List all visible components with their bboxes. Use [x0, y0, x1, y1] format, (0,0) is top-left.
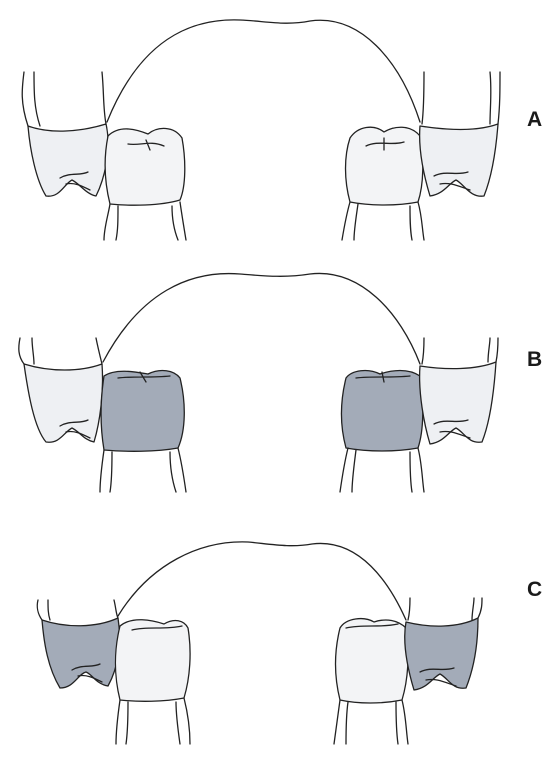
left-upper-tooth	[42, 618, 120, 688]
left-lower-tooth	[105, 128, 185, 205]
left-lower-root	[104, 202, 186, 240]
panel-a-label: A	[527, 108, 542, 132]
right-lower-root	[340, 448, 424, 492]
panel-b-drawing	[0, 252, 551, 492]
right-lower-root	[334, 700, 408, 744]
left-lower-tooth	[116, 620, 191, 702]
right-upper-root	[422, 338, 498, 364]
arch-curve	[118, 542, 406, 620]
arch-curve	[107, 20, 420, 122]
left-upper-tooth	[28, 124, 108, 196]
right-upper-root	[408, 598, 482, 620]
panel-c-drawing	[0, 504, 551, 744]
panel-c: C	[0, 504, 551, 744]
right-lower-root	[342, 202, 424, 240]
left-lower-tooth	[101, 371, 184, 452]
panel-b: B	[0, 252, 551, 492]
left-upper-root	[19, 338, 102, 364]
right-upper-root	[422, 72, 500, 124]
right-lower-tooth	[342, 371, 423, 452]
right-upper-tooth	[405, 618, 478, 690]
panel-a-drawing	[0, 0, 551, 240]
right-lower-tooth	[336, 619, 409, 703]
panel-b-label: B	[527, 348, 542, 372]
left-upper-root	[37, 600, 118, 620]
left-lower-root	[100, 448, 186, 492]
right-upper-tooth	[420, 362, 496, 444]
left-upper-root	[22, 72, 106, 126]
panel-c-label: C	[527, 578, 542, 602]
left-upper-tooth	[24, 364, 103, 442]
left-lower-root	[116, 698, 190, 744]
arch-curve	[103, 273, 420, 364]
right-upper-tooth	[420, 124, 498, 196]
panel-a: A	[0, 0, 551, 240]
